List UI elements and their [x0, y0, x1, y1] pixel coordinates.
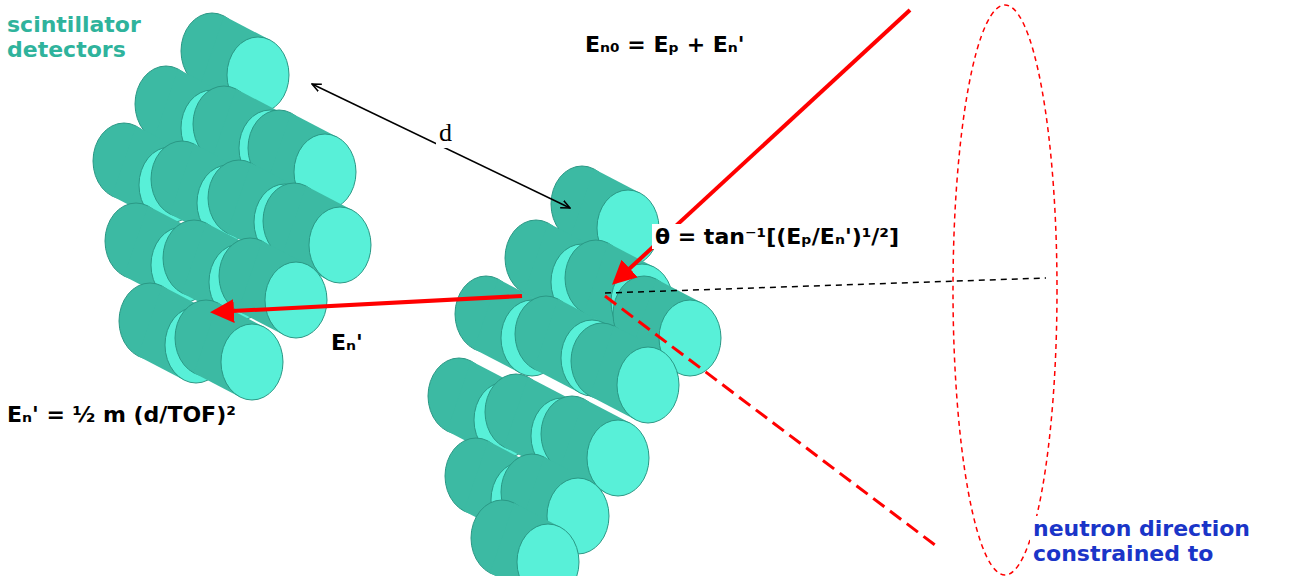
cone-ellipse: [953, 5, 1057, 575]
label-slot: Eₙ': [328, 330, 366, 355]
tof-equation: Eₙ' = ½ m (d/TOF)²: [4, 402, 239, 427]
scintillator-cylinder: [471, 500, 579, 576]
detector-label: scintillator detectors: [4, 12, 174, 63]
angle-equation: θ = tan⁻¹[(Eₚ/Eₙ')¹/²]: [652, 224, 902, 249]
cone-label: neutron direction constrained to: [1030, 516, 1310, 567]
energy-label: Eₙ': [328, 330, 366, 355]
energy-equation: Eₙ₀ = Eₚ + Eₙ': [582, 32, 748, 57]
label-slot: neutron direction constrained to: [1030, 516, 1310, 567]
label-slot: θ = tan⁻¹[(Eₚ/Eₙ')¹/²]: [652, 224, 902, 249]
distance-arrow: [312, 84, 570, 208]
label-slot: scintillator detectors: [4, 12, 174, 63]
cone-edge: [605, 296, 935, 545]
distance-label: d: [436, 118, 455, 148]
scintillator-cylinder: [175, 300, 283, 400]
label-slot: Eₙ₀ = Eₚ + Eₙ': [582, 32, 748, 57]
detector-array: [93, 13, 371, 400]
scattered-neutron: [214, 296, 522, 312]
axis-line: [605, 278, 1046, 293]
label-slot: d: [436, 118, 455, 148]
label-slot: Eₙ' = ½ m (d/TOF)²: [4, 402, 239, 427]
